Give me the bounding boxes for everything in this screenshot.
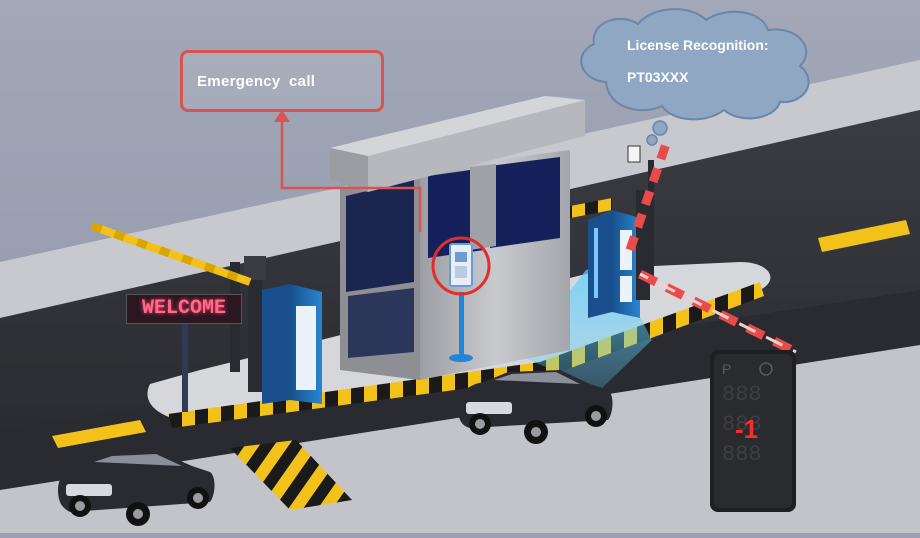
- entrance-barrier-arm-stripes: [90, 222, 252, 286]
- car-entering: [58, 452, 215, 526]
- welcome-sign-post: [182, 322, 188, 412]
- emergency-call-callout: Emergency call: [180, 50, 384, 112]
- guard-booth: [330, 96, 585, 380]
- cloud-plate: PT03XXX: [627, 69, 689, 85]
- available-spaces-value: -1: [735, 414, 759, 444]
- welcome-sign: WELCOME: [126, 294, 242, 324]
- svg-text:P: P: [722, 361, 731, 377]
- exit-barrier-arm-down-base: [639, 272, 797, 354]
- callout-connector: [280, 118, 422, 232]
- svg-text:888: 888: [722, 412, 762, 437]
- exit-camera: [627, 145, 641, 163]
- island-top-curb: [560, 198, 612, 220]
- exit-camera-post: [648, 160, 654, 280]
- cloud-title: License Recognition:: [627, 37, 769, 53]
- recognition-cloud: [580, 8, 810, 146]
- svg-text:888: 888: [722, 382, 762, 407]
- car-exiting: [458, 370, 613, 444]
- exit-barrier-arm-raised: [625, 136, 673, 252]
- island-curb: [168, 282, 764, 428]
- callout-arrowhead: [274, 110, 290, 122]
- exit-barrier-post: [636, 190, 650, 300]
- hazard-marking: [230, 440, 352, 510]
- intercom-highlight-ring: [431, 236, 491, 296]
- lane-marking: [52, 420, 146, 448]
- exit-terminal: [588, 210, 640, 318]
- parking-space-counter: P 888 888 888: [710, 350, 796, 512]
- near-road-band: [0, 290, 920, 490]
- emergency-intercom: [449, 243, 473, 362]
- lane-marking: [818, 220, 910, 252]
- svg-text:888: 888: [722, 442, 762, 467]
- emergency-call-label: Emergency call: [197, 73, 316, 90]
